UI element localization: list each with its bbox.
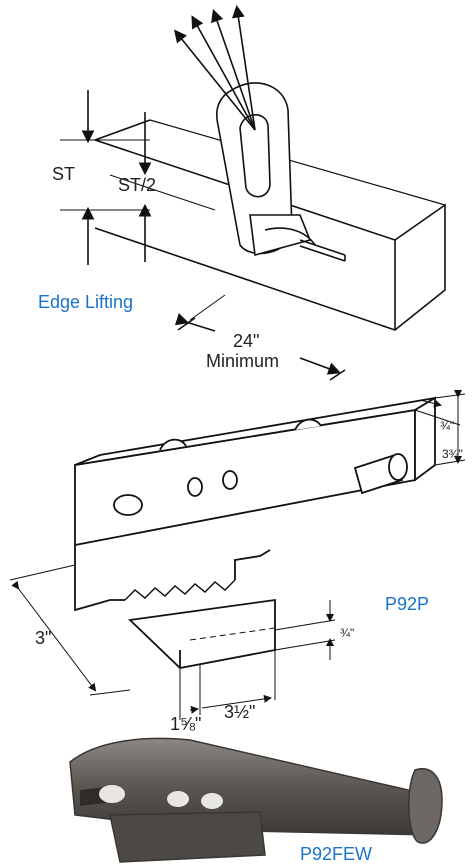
length-dimension — [174, 294, 346, 381]
edge-lifting-label: Edge Lifting — [38, 292, 133, 312]
slab-block — [94, 139, 446, 331]
lift-direction-arrows — [173, 4, 256, 131]
length-note-label: Minimum — [206, 351, 279, 371]
p92p-figure — [9, 390, 466, 720]
p92p-label: P92P — [385, 594, 429, 614]
p92p-foot-height-dimension — [274, 600, 336, 660]
p92few-hole-1 — [99, 785, 125, 803]
st-dimension — [60, 90, 150, 265]
st-label: ST — [52, 164, 75, 184]
p92p-base-dimension — [179, 650, 276, 720]
p92few-figure — [69, 737, 443, 863]
p92p-base-1-label: 1⅝" — [170, 714, 201, 734]
p92p-thickness-dimension — [414, 399, 461, 426]
p92p-base-2-label: 3½" — [224, 702, 255, 722]
p92p-foot-plate — [128, 598, 276, 669]
p92p-height-label: 3¾" — [442, 447, 463, 461]
p92p-width-dimension — [9, 564, 131, 696]
st-half-dimension — [109, 112, 216, 262]
p92few-hole-3 — [201, 793, 223, 809]
p92p-bar-side — [414, 396, 436, 482]
p92few-label: P92FEW — [300, 844, 372, 864]
p92p-hole-2 — [222, 470, 238, 490]
p92p-foot-height-label: ¾" — [340, 626, 354, 640]
p92p-thickness-label: ¾" — [440, 419, 454, 433]
p92p-hole-1 — [187, 477, 203, 497]
length-label: 24" — [233, 331, 259, 351]
p92p-hole-large — [113, 494, 143, 516]
p92few-hole-2 — [167, 791, 189, 807]
p92p-width-label: 3" — [35, 628, 51, 648]
st-half-label: ST/2 — [118, 175, 156, 195]
p92few-end-disk — [408, 768, 443, 844]
p92few-foot — [109, 811, 266, 863]
lifting-eye-clutch — [216, 82, 346, 262]
edge-lifting-figure — [60, 4, 446, 381]
p92p-height-dimension — [434, 390, 466, 466]
